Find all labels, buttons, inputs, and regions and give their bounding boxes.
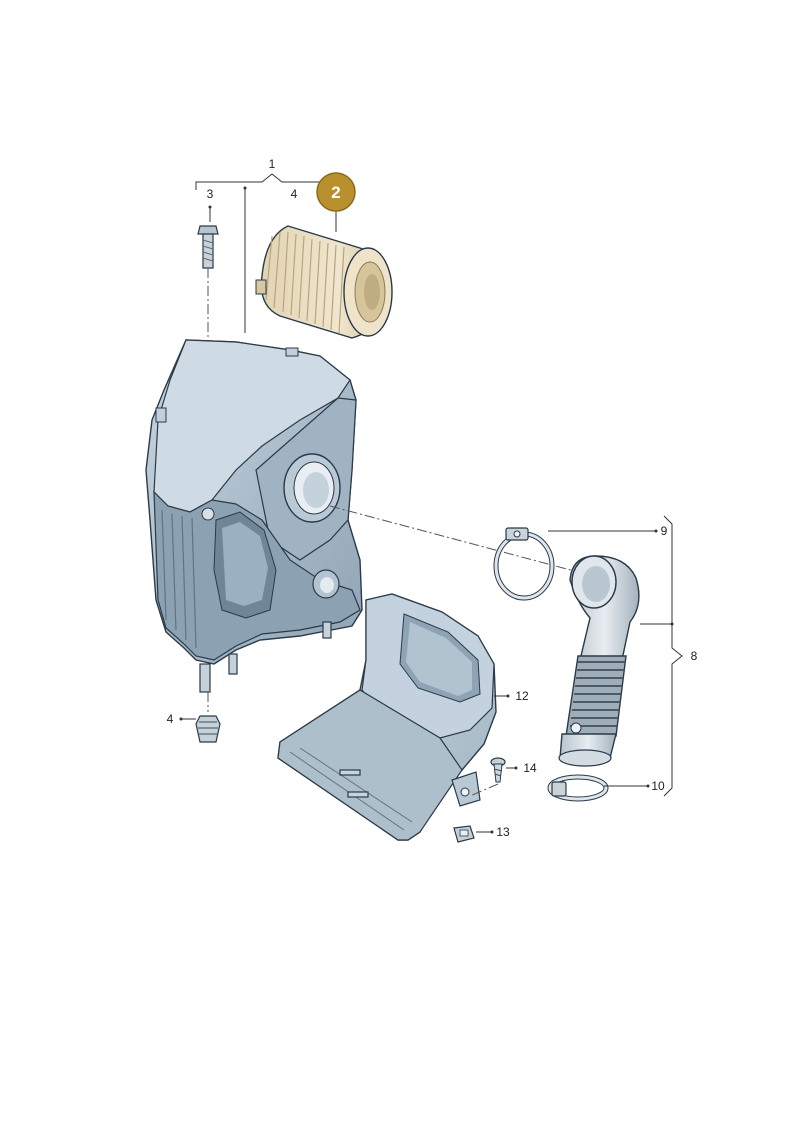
callout-13: 13 [476, 825, 510, 839]
callout-2-number: 2 [331, 183, 340, 202]
air-filter-housing[interactable] [145, 339, 363, 693]
callout-13-number: 13 [496, 825, 510, 839]
callout-14: 14 [506, 761, 537, 775]
callout-8-number: 8 [691, 649, 698, 663]
callout-2-badge[interactable]: 2 [316, 172, 356, 212]
callout-8-bracket: 8 [640, 515, 698, 797]
callout-10-number: 10 [651, 779, 665, 793]
intake-duct[interactable] [277, 593, 497, 841]
callout-4-bottom-number: 4 [167, 712, 174, 726]
callout-12: 12 [494, 689, 529, 703]
hose-clamp-icon[interactable] [493, 527, 555, 601]
callout-3-number: 3 [207, 187, 214, 201]
callout-14-number: 14 [523, 761, 537, 775]
hose-clamp-lower-icon[interactable] [547, 774, 609, 802]
grommet-icon[interactable] [195, 715, 221, 743]
callout-10: 10 [604, 779, 665, 793]
callout-4-bottom: 4 [167, 712, 196, 726]
screw-icon[interactable] [490, 757, 506, 783]
callout-9: 9 [548, 524, 668, 538]
bolt-icon[interactable] [197, 225, 219, 269]
clip-nut-icon[interactable] [453, 825, 475, 843]
callout-9-number: 9 [661, 524, 668, 538]
air-filter-element[interactable] [255, 225, 393, 339]
callout-1-number: 1 [269, 157, 276, 171]
callout-4-top-number: 4 [291, 187, 298, 201]
callout-1-bracket [195, 173, 334, 333]
callout-12-number: 12 [515, 689, 529, 703]
intake-hose[interactable] [558, 555, 640, 767]
